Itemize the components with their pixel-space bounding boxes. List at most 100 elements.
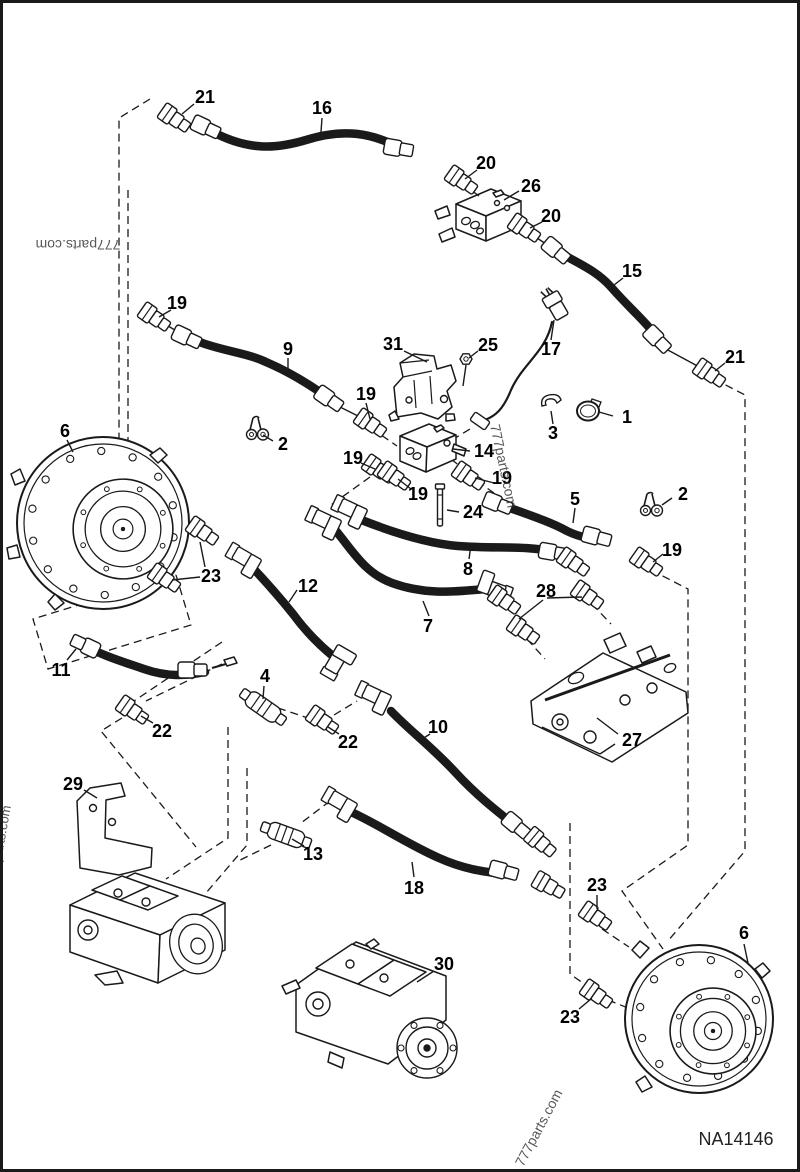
leader-line: [411, 861, 415, 878]
control-valve-port: [619, 694, 631, 706]
callout-19: 19: [408, 484, 428, 504]
cable-plug: [469, 411, 491, 431]
fitting: [156, 102, 192, 133]
hose-end-fitting: [487, 859, 520, 881]
construction-dash: [165, 727, 229, 880]
control-valve-port: [556, 718, 564, 726]
leader-line: [468, 350, 479, 359]
leader-line: [66, 439, 74, 453]
callout-22: 22: [338, 732, 358, 752]
leader-line: [327, 726, 340, 735]
construction-dash: [100, 717, 197, 848]
clip: [540, 393, 562, 407]
brake-valve-nipple: [438, 227, 456, 243]
callout-17: 17: [541, 339, 561, 359]
leader-line: [181, 103, 195, 115]
leader-line: [171, 576, 201, 581]
leader-line: [596, 717, 619, 735]
leader-line: [365, 402, 371, 420]
motor-tab: [149, 447, 168, 464]
brake-valve-screw: [493, 199, 501, 207]
construction-dash: [300, 800, 331, 824]
elbow-fitting: [320, 785, 358, 823]
callout-19: 19: [662, 540, 682, 560]
fitting: [506, 212, 542, 243]
fitting: [184, 515, 220, 546]
construction-dash: [145, 663, 223, 702]
control-valve-rail: [544, 653, 671, 702]
hose: [354, 514, 561, 557]
watermark: 777parts.com: [36, 237, 121, 253]
elbow-fitting: [354, 680, 392, 716]
callout-20: 20: [541, 206, 561, 226]
leader-line: [714, 362, 726, 372]
leader-line: [743, 943, 749, 964]
shuttle-valve-port: [412, 452, 422, 460]
elbow-fitting: [319, 644, 357, 682]
leader-line: [529, 221, 543, 229]
hose-end-fitting: [189, 114, 222, 140]
control-valve-port: [583, 730, 597, 744]
motor-tab: [754, 962, 771, 979]
pump-bottom-port: [379, 973, 389, 983]
leader-line: [320, 117, 323, 133]
mount-bracket-line: [413, 379, 417, 409]
brake-valve-port: [460, 216, 472, 226]
leader-line: [518, 599, 544, 620]
callout-21: 21: [195, 87, 215, 107]
fitting: [691, 357, 727, 388]
nut: [459, 353, 473, 365]
callout-29: 29: [63, 774, 83, 794]
leader-line: [199, 541, 206, 568]
leader-line: [464, 169, 478, 180]
fitting: [555, 546, 591, 577]
callout-6: 6: [60, 421, 70, 441]
hose-clamp-ring: [576, 398, 602, 422]
callout-25: 25: [478, 335, 498, 355]
leader-line: [578, 998, 592, 1010]
motor-tab: [635, 1075, 653, 1093]
leader-line: [140, 715, 154, 724]
elbow-fitting: [330, 494, 368, 530]
control-valve-edge: [599, 743, 616, 755]
leader-line: [652, 553, 664, 563]
hose: [206, 126, 405, 153]
watermark: 777parts.com: [512, 1086, 566, 1168]
leader-line: [360, 462, 376, 470]
hose-end-fitting: [382, 137, 415, 158]
leader-line: [446, 509, 460, 513]
brake-valve-port: [469, 220, 481, 230]
callout-2: 2: [278, 434, 288, 454]
fitting: [146, 562, 182, 593]
callout-28: 28: [536, 581, 556, 601]
callout-10: 10: [428, 717, 448, 737]
motor-tab: [10, 468, 26, 486]
fitting: [577, 900, 613, 931]
construction-dash: [621, 569, 689, 950]
bracket-hole: [107, 817, 117, 827]
elbow-fitting: [304, 505, 342, 541]
brake-valve-side: [485, 200, 522, 242]
hose-end-fitting: [69, 633, 102, 659]
leader-line: [452, 448, 471, 452]
callout-19: 19: [167, 293, 187, 313]
leader-line: [397, 478, 412, 490]
leader-line: [403, 350, 428, 363]
callout-23: 23: [201, 566, 221, 586]
leader-line: [661, 497, 673, 506]
leader-line: [262, 434, 274, 442]
travel-motor-left: [16, 436, 190, 610]
pin: [434, 483, 446, 527]
hose: [246, 561, 339, 662]
callout-2: 2: [678, 484, 688, 504]
control-valve-cap: [663, 662, 677, 674]
pump-left-port: [113, 888, 123, 898]
bracket-hole: [88, 803, 98, 813]
nut-tail-line: [462, 364, 467, 387]
control-valve-edge: [541, 726, 601, 755]
hose: [552, 246, 666, 348]
callout-12: 12: [298, 576, 318, 596]
callout-15: 15: [622, 261, 642, 281]
mount-bracket-line: [429, 375, 433, 405]
